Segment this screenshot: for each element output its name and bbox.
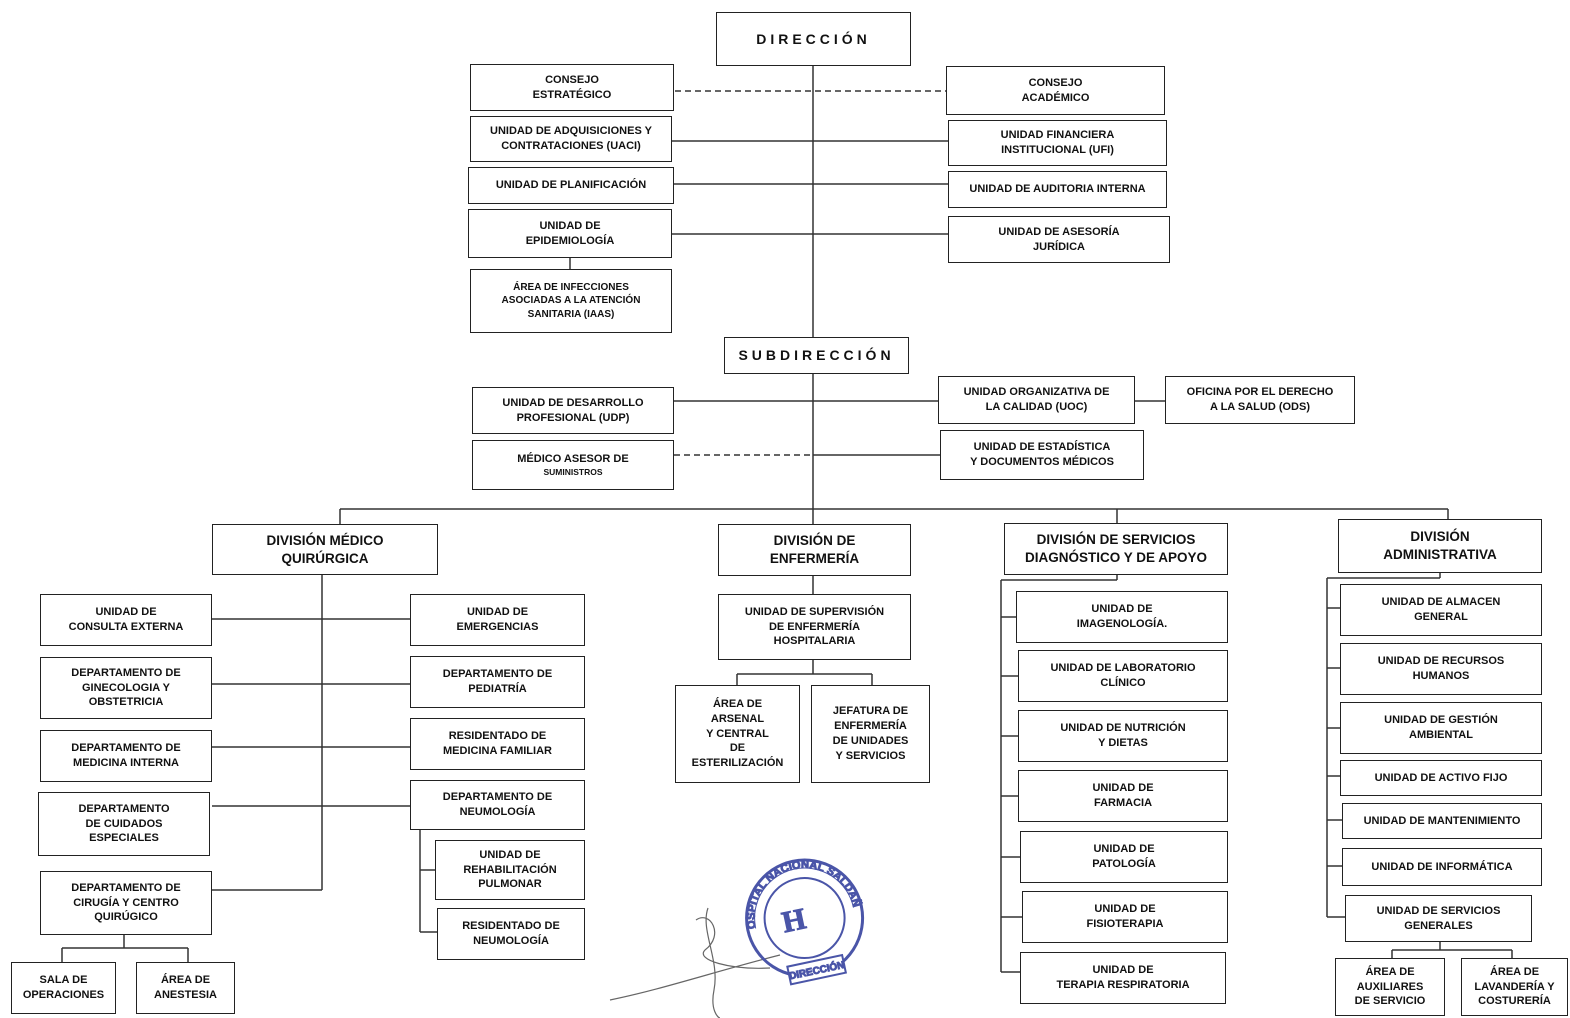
epidemiologia-box: UNIDAD DE EPIDEMIOLOGÍA <box>468 209 672 258</box>
informatica-box: UNIDAD DE INFORMÁTICA <box>1342 848 1542 886</box>
ods-box: OFICINA POR EL DERECHO A LA SALUD (ODS) <box>1165 376 1355 424</box>
seal-ring-text: HOSPITAL NACIONAL SALDAÑA <box>600 850 863 962</box>
laboratorio-box: UNIDAD DE LABORATORIO CLÍNICO <box>1018 650 1228 702</box>
activo-fijo-box: UNIDAD DE ACTIVO FIJO <box>1340 760 1542 796</box>
almacen-box: UNIDAD DE ALMACEN GENERAL <box>1340 584 1542 636</box>
medico-asesor-sub: SUMINISTROS <box>543 466 603 477</box>
consejo-academico-box: CONSEJO ACADÉMICO <box>946 66 1165 115</box>
planificacion-box: UNIDAD DE PLANIFICACIÓN <box>468 167 674 204</box>
medicina-familiar-box: RESIDENTADO DE MEDICINA FAMILIAR <box>410 718 585 770</box>
cirugia-box: DEPARTAMENTO DE CIRUGÍA Y CENTRO QUIRÚGI… <box>40 871 212 935</box>
auditoria-box: UNIDAD DE AUDITORIA INTERNA <box>948 171 1167 208</box>
direccion-box: DIRECCIÓN <box>716 12 911 66</box>
udp-box: UNIDAD DE DESARROLLO PROFESIONAL (UDP) <box>472 387 674 434</box>
division-servicios-box: DIVISIÓN DE SERVICIOS DIAGNÓSTICO Y DE A… <box>1004 523 1228 575</box>
consulta-externa-box: UNIDAD DE CONSULTA EXTERNA <box>40 594 212 646</box>
cuidados-especiales-box: DEPARTAMENTO DE CUIDADOS ESPECIALES <box>38 792 210 856</box>
patologia-box: UNIDAD DE PATOLOGÍA <box>1020 831 1228 883</box>
sala-operaciones-box: SALA DE OPERACIONES <box>11 962 116 1014</box>
signature-scribble <box>609 907 781 1018</box>
terapia-respiratoria-box: UNIDAD DE TERAPIA RESPIRATORIA <box>1020 952 1226 1004</box>
recursos-humanos-box: UNIDAD DE RECURSOS HUMANOS <box>1340 643 1542 695</box>
lavanderia-box: ÁREA DE LAVANDERÍA Y COSTURERÍA <box>1461 958 1568 1016</box>
pediatria-box: DEPARTAMENTO DE PEDIATRÍA <box>410 656 585 708</box>
subdireccion-box: SUBDIRECCIÓN <box>724 337 909 374</box>
fisioterapia-box: UNIDAD DE FISIOTERAPIA <box>1022 891 1228 943</box>
medico-asesor-title: MÉDICO ASESOR DE <box>517 452 629 465</box>
rehabilitacion-pulmonar-box: UNIDAD DE REHABILITACIÓN PULMONAR <box>435 840 585 900</box>
imagenologia-box: UNIDAD DE IMAGENOLOGÍA. <box>1016 591 1228 643</box>
supervision-enfermeria-box: UNIDAD DE SUPERVISIÓN DE ENFERMERÍA HOSP… <box>718 594 911 660</box>
consejo-estrategico-box: CONSEJO ESTRATÉGICO <box>470 64 674 111</box>
nutricion-box: UNIDAD DE NUTRICIÓN Y DIETAS <box>1018 710 1228 762</box>
residentado-neumologia-box: RESIDENTADO DE NEUMOLOGÍA <box>437 908 585 960</box>
division-administrativa-box: DIVISIÓN ADMINISTRATIVA <box>1338 519 1542 573</box>
seal-center-mark: H <box>779 902 809 939</box>
division-medico-box: DIVISIÓN MÉDICO QUIRÚRGICA <box>212 524 438 575</box>
official-seal-stamp: HOSPITAL NACIONAL SALDAÑA H DIRECCIÓN <box>600 850 865 1018</box>
servicios-generales-box: UNIDAD DE SERVICIOS GENERALES <box>1345 895 1532 942</box>
uaci-box: UNIDAD DE ADQUISICIONES Y CONTRATACIONES… <box>470 116 672 162</box>
medicina-interna-box: DEPARTAMENTO DE MEDICINA INTERNA <box>40 730 212 782</box>
estadistica-box: UNIDAD DE ESTADÍSTICA Y DOCUMENTOS MÉDIC… <box>940 430 1144 480</box>
iaas-box: ÁREA DE INFECCIONES ASOCIADAS A LA ATENC… <box>470 269 672 333</box>
gestion-ambiental-box: UNIDAD DE GESTIÓN AMBIENTAL <box>1340 702 1542 754</box>
uoc-box: UNIDAD ORGANIZATIVA DE LA CALIDAD (UOC) <box>938 376 1135 424</box>
ufi-box: UNIDAD FINANCIERA INSTITUCIONAL (UFI) <box>948 120 1167 166</box>
jefatura-enfermeria-box: JEFATURA DE ENFERMERÍA DE UNIDADES Y SER… <box>811 685 930 783</box>
arsenal-box: ÁREA DE ARSENAL Y CENTRAL DE ESTERILIZAC… <box>675 685 800 783</box>
mantenimiento-box: UNIDAD DE MANTENIMIENTO <box>1342 803 1542 839</box>
auxiliares-servicio-box: ÁREA DE AUXILIARES DE SERVICIO <box>1335 958 1445 1016</box>
anestesia-box: ÁREA DE ANESTESIA <box>136 962 235 1014</box>
division-enfermeria-box: DIVISIÓN DE ENFERMERÍA <box>718 524 911 576</box>
ginecologia-box: DEPARTAMENTO DE GINECOLOGIA Y OBSTETRICI… <box>40 657 212 719</box>
farmacia-box: UNIDAD DE FARMACIA <box>1018 770 1228 822</box>
seal-inner-ring <box>763 877 846 960</box>
asesoria-juridica-box: UNIDAD DE ASESORÍA JURÍDICA <box>948 216 1170 263</box>
seal-bottom-label-box <box>786 953 848 986</box>
neumologia-box: DEPARTAMENTO DE NEUMOLOGÍA <box>410 780 585 830</box>
emergencias-box: UNIDAD DE EMERGENCIAS <box>410 594 585 646</box>
medico-asesor-box: MÉDICO ASESOR DE SUMINISTROS <box>472 440 674 490</box>
